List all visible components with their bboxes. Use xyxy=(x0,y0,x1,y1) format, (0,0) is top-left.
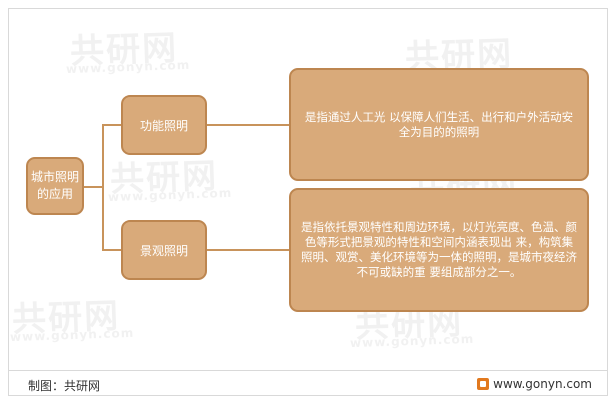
root-node-label: 城市照明 的应用 xyxy=(30,170,79,201)
connector-branch-2-desc xyxy=(207,249,289,251)
branch-node-label: 景观照明 xyxy=(139,243,188,258)
description-landscape-lighting: 是指依托景观特性和周边环境，以灯光亮度、色温、颜色等形式把景观的特性和空间内涵表… xyxy=(289,188,589,312)
description-functional-lighting: 是指通过人工光 以保障人们生活、出行和户外活动安全为目的的照明 xyxy=(289,68,589,181)
description-text: 是指通过人工光 以保障人们生活、出行和户外活动安全为目的的照明 xyxy=(304,109,574,139)
footer-website: www.gonyn.com xyxy=(477,377,592,391)
brand-logo-icon xyxy=(477,378,490,390)
footer-divider xyxy=(8,370,608,371)
branch-node-functional-lighting: 功能照明 xyxy=(121,95,207,155)
root-node: 城市照明 的应用 xyxy=(26,157,84,215)
branch-node-landscape-lighting: 景观照明 xyxy=(121,220,207,280)
connector-branch-1-desc xyxy=(207,124,289,126)
connector-root-out xyxy=(84,186,103,188)
footer-credit: 制图：共研网 xyxy=(28,379,101,393)
connector-vertical xyxy=(102,124,104,251)
description-text: 是指依托景观特性和周边环境，以灯光亮度、色温、颜色等形式把景观的特性和空间内涵表… xyxy=(301,220,577,279)
connector-to-branch-2 xyxy=(102,249,121,251)
connector-to-branch-1 xyxy=(102,124,121,126)
footer-website-text: www.gonyn.com xyxy=(493,377,592,391)
branch-node-label: 功能照明 xyxy=(139,118,188,133)
chart-frame xyxy=(8,8,608,396)
